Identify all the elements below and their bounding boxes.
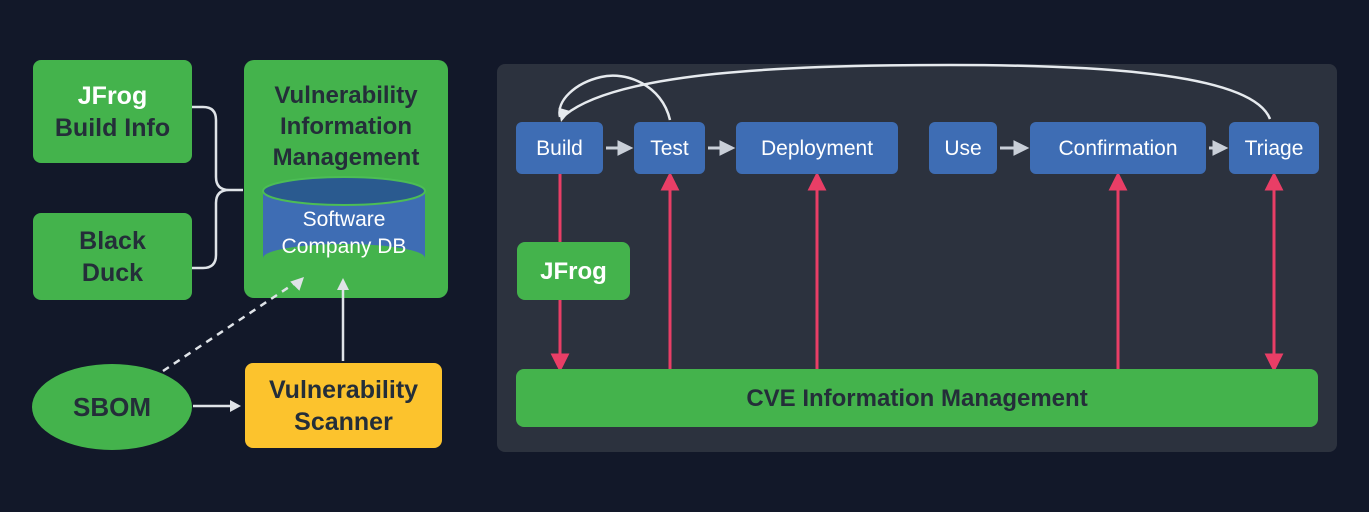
stage-test-label: Test xyxy=(650,136,689,160)
sbom-label: SBOM xyxy=(73,391,151,422)
db-label-line1: Software xyxy=(302,208,386,231)
stage-build: Build xyxy=(516,122,603,174)
node-black-duck: Black Duck xyxy=(33,213,192,300)
vim-title: Vulnerability Information Management xyxy=(272,82,420,171)
jfrog-build-info-line1: JFrog xyxy=(77,81,148,110)
vulnerability-scanner-line2: Scanner xyxy=(294,407,393,436)
brace-connector xyxy=(192,105,243,270)
stage-deployment: Deployment xyxy=(736,122,898,174)
stage-use: Use xyxy=(929,122,997,174)
software-company-db-label: Software Company DB xyxy=(263,206,425,260)
stage-build-label: Build xyxy=(536,136,583,160)
black-duck-line2: Duck xyxy=(81,258,144,287)
jfrog-build-info-line2: Build Info xyxy=(54,113,171,142)
black-duck-line1: Black xyxy=(79,226,146,255)
arrowhead-sbom-scanner xyxy=(230,400,241,412)
node-jfrog-build-info: JFrog Build Info xyxy=(33,60,192,163)
stage-confirmation: Confirmation xyxy=(1030,122,1206,174)
vulnerability-scanner-line1: Vulnerability xyxy=(268,375,419,404)
stage-triage: Triage xyxy=(1229,122,1319,174)
stage-deployment-label: Deployment xyxy=(760,136,874,160)
jfrog-label: JFrog xyxy=(540,257,607,285)
stage-triage-label: Triage xyxy=(1244,136,1304,160)
node-vulnerability-scanner: Vulnerability Scanner xyxy=(245,363,442,448)
stage-confirmation-label: Confirmation xyxy=(1058,136,1178,160)
node-vulnerability-information-management: Vulnerability Information Management xyxy=(244,60,448,298)
node-cve-information-management: CVE Information Management xyxy=(516,369,1318,427)
node-sbom xyxy=(32,364,192,450)
node-jfrog: JFrog xyxy=(517,242,630,300)
stage-use-label: Use xyxy=(944,136,982,160)
db-label-line2: Company DB xyxy=(281,235,407,258)
cve-bar-label: CVE Information Management xyxy=(746,384,1088,412)
stage-test: Test xyxy=(634,122,705,174)
sbom-label-wrap: SBOM xyxy=(32,364,192,450)
